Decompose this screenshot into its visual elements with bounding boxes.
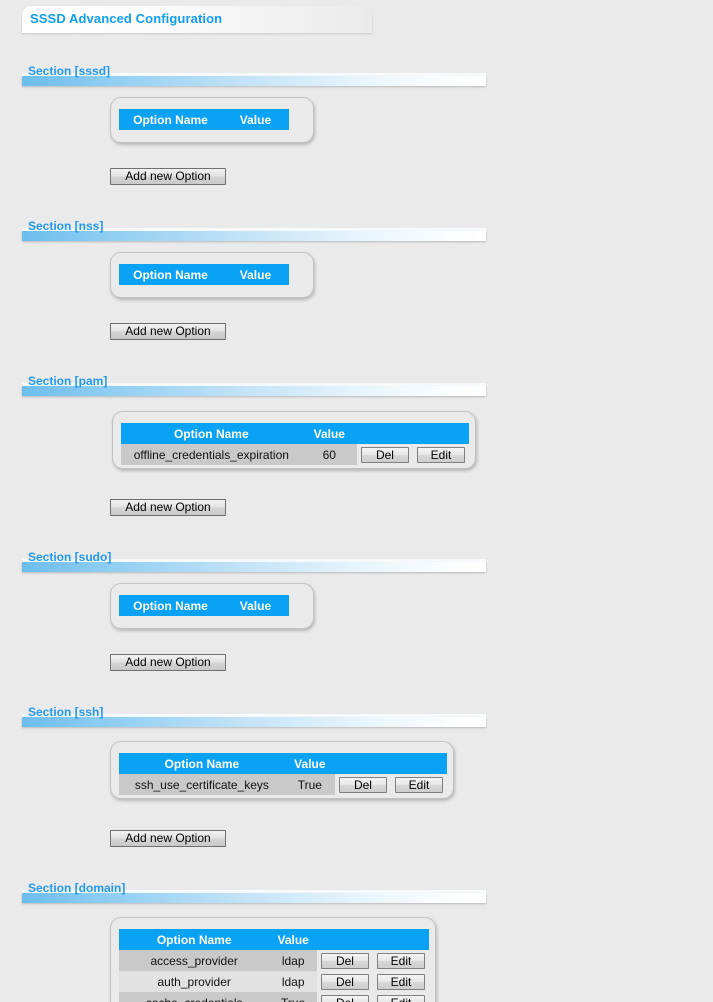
- delete-cell: Del: [317, 971, 373, 992]
- option-name-cell: cache_credentials: [119, 992, 270, 1002]
- column-header-value: Value: [221, 109, 289, 130]
- section-rule-highlight-sssd: [22, 73, 486, 77]
- add-new-option-button-nss[interactable]: Add new Option: [110, 323, 226, 340]
- section-label-pam: Section [pam]: [28, 374, 108, 388]
- section-label-sudo: Section [sudo]: [28, 550, 112, 564]
- section-rule-highlight-sudo: [22, 559, 486, 563]
- column-header-actions: [412, 423, 469, 444]
- section-rule-highlight-pam: [22, 383, 486, 387]
- option-value-cell: True: [269, 992, 317, 1002]
- add-new-option-button-sssd[interactable]: Add new Option: [110, 168, 226, 185]
- column-header-option-name: Option Name: [119, 109, 222, 130]
- column-header-actions: [334, 753, 391, 774]
- section-rule-highlight-domain: [22, 890, 486, 894]
- delete-option-button[interactable]: Del: [360, 446, 409, 463]
- edit-option-button[interactable]: Edit: [394, 776, 443, 793]
- column-header-value: Value: [221, 264, 289, 285]
- section-divider-pam: [22, 386, 486, 396]
- edit-cell: Edit: [373, 992, 429, 1002]
- edit-option-button[interactable]: Edit: [376, 973, 425, 990]
- delete-cell: Del: [317, 992, 373, 1002]
- section-divider-ssh: [22, 717, 486, 727]
- option-name-cell: ssh_use_certificate_keys: [119, 774, 285, 795]
- column-header-value: Value: [301, 423, 357, 444]
- column-header-option-name: Option Name: [121, 423, 302, 444]
- edit-cell: Edit: [373, 971, 429, 992]
- column-header-value: Value: [284, 753, 335, 774]
- column-header-actions: [372, 929, 429, 950]
- section-rule-highlight-nss: [22, 228, 486, 232]
- edit-cell: Edit: [373, 950, 429, 971]
- option-value-cell: True: [284, 774, 335, 795]
- section-label-ssh: Section [ssh]: [28, 705, 104, 719]
- delete-cell: Del: [357, 444, 413, 465]
- section-label-domain: Section [domain]: [28, 881, 126, 895]
- edit-option-button[interactable]: Edit: [376, 952, 425, 969]
- add-new-option-button-ssh[interactable]: Add new Option: [110, 830, 226, 847]
- column-header-option-name: Option Name: [119, 929, 270, 950]
- column-header-value: Value: [221, 595, 289, 616]
- column-header-actions: [390, 753, 447, 774]
- option-name-cell: auth_provider: [119, 971, 270, 992]
- page-title-panel: SSSD Advanced Configuration: [22, 6, 372, 33]
- page-title: SSSD Advanced Configuration: [30, 11, 223, 26]
- delete-option-button[interactable]: Del: [320, 973, 369, 990]
- column-header-actions: [356, 423, 413, 444]
- section-divider-sudo: [22, 562, 486, 572]
- section-rule-highlight-ssh: [22, 714, 486, 718]
- edit-option-button[interactable]: Edit: [376, 994, 425, 1002]
- column-header-option-name: Option Name: [119, 753, 285, 774]
- option-value-cell: ldap: [269, 950, 317, 971]
- table-row: cache_credentialsTrueDel Edit: [119, 992, 429, 1002]
- option-name-cell: access_provider: [119, 950, 270, 971]
- section-label-sssd: Section [sssd]: [28, 64, 111, 78]
- section-divider-domain: [22, 893, 486, 903]
- add-new-option-button-pam[interactable]: Add new Option: [110, 499, 226, 516]
- delete-option-button[interactable]: Del: [320, 994, 369, 1002]
- delete-option-button[interactable]: Del: [338, 776, 387, 793]
- delete-option-button[interactable]: Del: [320, 952, 369, 969]
- column-header-option-name: Option Name: [119, 595, 222, 616]
- column-header-value: Value: [269, 929, 317, 950]
- option-value-cell: ldap: [269, 971, 317, 992]
- section-divider-nss: [22, 231, 486, 241]
- delete-cell: Del: [335, 774, 391, 795]
- option-name-cell: offline_credentials_expiration: [121, 444, 302, 465]
- edit-option-button[interactable]: Edit: [416, 446, 465, 463]
- section-divider-sssd: [22, 76, 486, 86]
- delete-cell: Del: [317, 950, 373, 971]
- add-new-option-button-sudo[interactable]: Add new Option: [110, 654, 226, 671]
- section-label-nss: Section [nss]: [28, 219, 104, 233]
- column-header-option-name: Option Name: [119, 264, 222, 285]
- edit-cell: Edit: [413, 444, 469, 465]
- column-header-actions: [316, 929, 373, 950]
- option-value-cell: 60: [301, 444, 357, 465]
- edit-cell: Edit: [391, 774, 447, 795]
